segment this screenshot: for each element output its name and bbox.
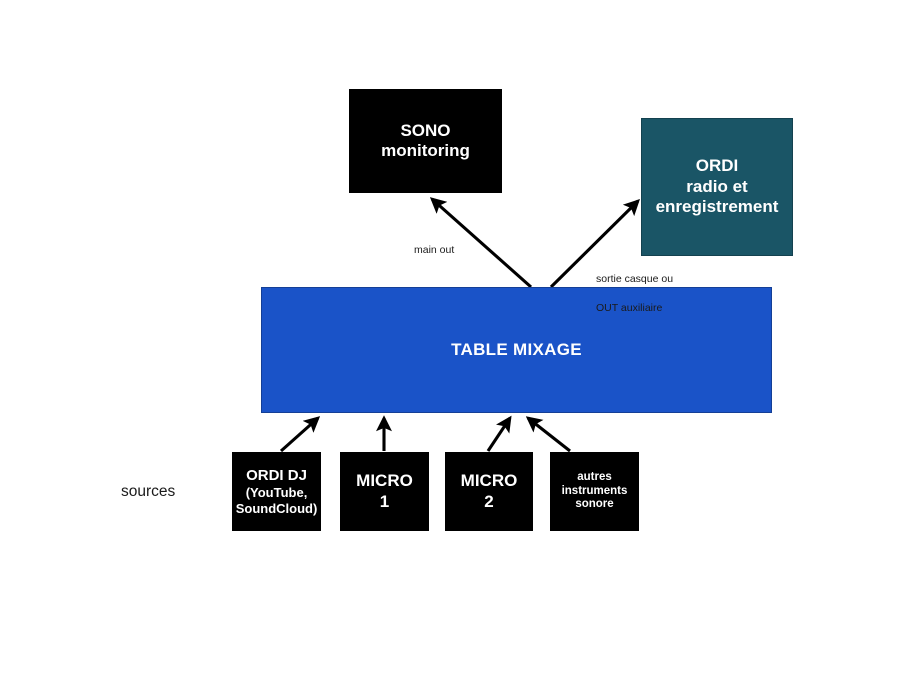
edge-label-sortie-casque: sortie casque ou OUT auxiliaire <box>596 258 673 329</box>
node-micro-1-line-1: MICRO <box>356 471 413 491</box>
node-sono-line-2: monitoring <box>381 141 470 160</box>
node-ordi-dj[interactable]: ORDI DJ (YouTube, SoundCloud) <box>232 452 321 531</box>
node-micro-1-line-2: 1 <box>379 491 390 511</box>
edge-label-sortie-casque-line-1: sortie casque ou <box>596 273 674 286</box>
node-micro-2-line-2: 2 <box>484 491 494 511</box>
node-table-mixage[interactable]: TABLE MIXAGE <box>261 287 772 413</box>
label-sources: sources <box>121 483 176 500</box>
node-autres-line-3: sonore <box>575 498 614 511</box>
arrow-autres-to-mixage <box>525 416 571 453</box>
node-micro-1[interactable]: MICRO 1 <box>340 452 429 531</box>
node-ordi-dj-line-1: ORDI DJ <box>246 466 307 484</box>
node-ordi-dj-line-2: (YouTube, <box>245 484 308 500</box>
edge-label-sortie-casque-line-2: OUT auxiliaire <box>596 301 663 314</box>
node-micro-2[interactable]: MICRO 2 <box>445 452 533 531</box>
node-ordi-dj-line-3: SoundCloud) <box>235 500 318 516</box>
node-autres-instruments-sonore[interactable]: autres instruments sonore <box>550 452 639 531</box>
node-ordi-radio-line-3: enregistrement <box>655 197 779 217</box>
arrow-ordi-dj-to-mixage <box>279 416 321 453</box>
node-ordi-radio-enregistrement[interactable]: ORDI radio et enregistrement <box>641 118 793 256</box>
node-ordi-radio-line-1: ORDI <box>695 156 739 176</box>
edge-label-main-out: main out <box>414 244 455 256</box>
node-sono-line-1: SONO <box>400 120 451 140</box>
node-table-mixage-label: TABLE MIXAGE <box>451 339 582 359</box>
node-sono-monitoring[interactable]: SONO monitoring <box>349 89 502 193</box>
node-autres-line-1: autres <box>577 470 612 483</box>
node-autres-line-2: instruments <box>561 484 628 497</box>
node-ordi-radio-line-2: radio et <box>686 176 748 196</box>
node-micro-2-line-1: MICRO <box>460 471 518 491</box>
arrow-micro-2-to-mixage <box>486 415 512 452</box>
